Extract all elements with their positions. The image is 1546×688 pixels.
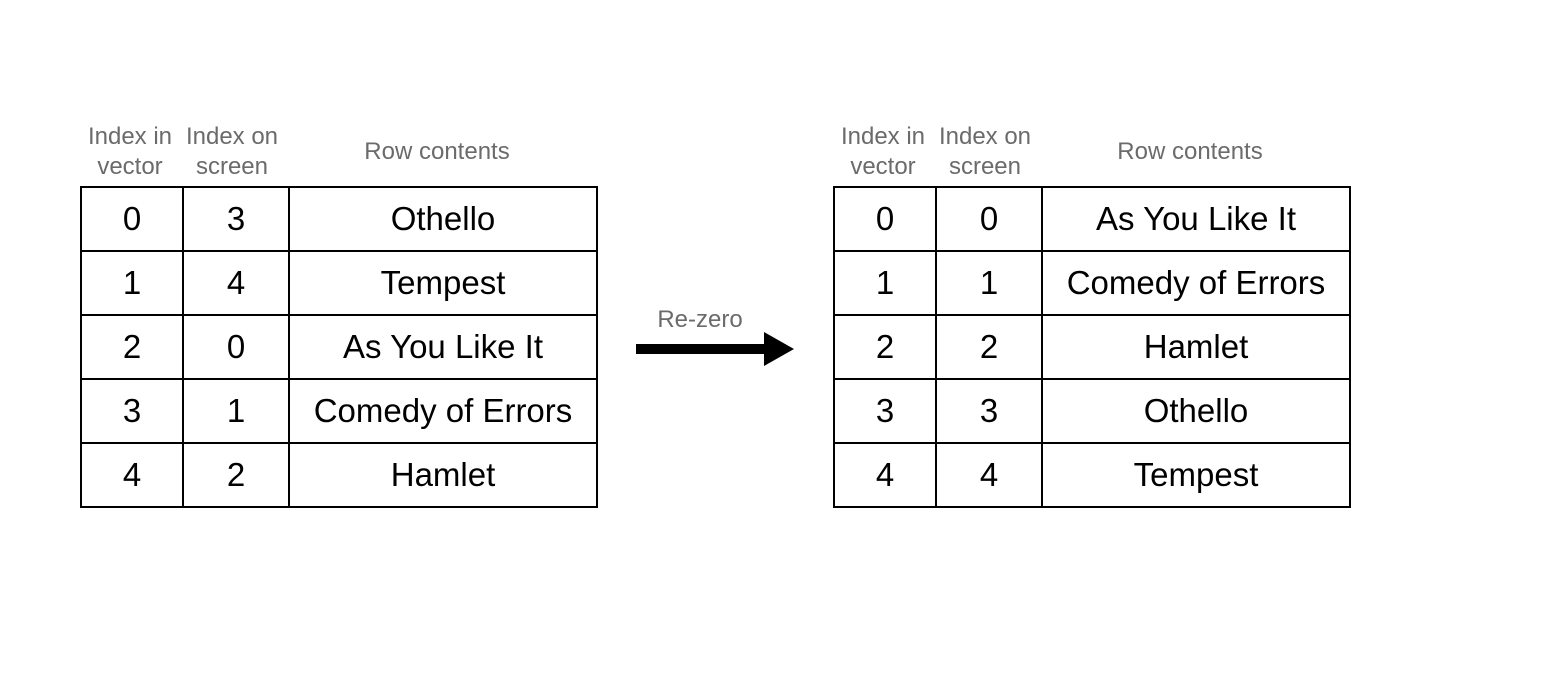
left-table-header-row: Index in vector Index on screen Row cont… [80, 120, 590, 184]
column-header-row-contents: Row contents [364, 138, 510, 165]
arrow-label: Re-zero [657, 306, 743, 333]
re-zero-arrow [636, 344, 764, 354]
cell-row-contents: As You Like It [288, 314, 598, 380]
cell-row-contents: Hamlet [288, 442, 598, 508]
cell-row-contents: Hamlet [1041, 314, 1351, 380]
table-row: 3 3 Othello [833, 378, 1351, 444]
cell-index-on-screen: 3 [182, 186, 290, 252]
column-header-index-in-vector: Index in vector [87, 123, 173, 180]
cell-row-contents: Tempest [1041, 442, 1351, 508]
table-row: 0 3 Othello [80, 186, 598, 252]
cell-index-in-vector: 3 [833, 378, 937, 444]
arrow-head-icon [764, 332, 794, 366]
left-table: 0 3 Othello 1 4 Tempest 2 0 As You Like … [80, 186, 598, 508]
cell-row-contents: Tempest [288, 250, 598, 316]
cell-index-on-screen: 1 [182, 378, 290, 444]
cell-index-on-screen: 0 [182, 314, 290, 380]
cell-index-on-screen: 2 [935, 314, 1043, 380]
cell-index-on-screen: 2 [182, 442, 290, 508]
cell-index-in-vector: 0 [833, 186, 937, 252]
cell-index-in-vector: 4 [80, 442, 184, 508]
table-row: 4 2 Hamlet [80, 442, 598, 508]
cell-index-on-screen: 0 [935, 186, 1043, 252]
cell-index-in-vector: 1 [833, 250, 937, 316]
right-table: 0 0 As You Like It 1 1 Comedy of Errors … [833, 186, 1351, 508]
cell-index-in-vector: 4 [833, 442, 937, 508]
cell-index-in-vector: 2 [833, 314, 937, 380]
cell-index-in-vector: 1 [80, 250, 184, 316]
cell-index-in-vector: 3 [80, 378, 184, 444]
table-row: 2 0 As You Like It [80, 314, 598, 380]
cell-index-in-vector: 0 [80, 186, 184, 252]
column-header-index-on-screen: Index on screen [185, 123, 279, 180]
right-table-header-row: Index in vector Index on screen Row cont… [833, 120, 1343, 184]
cell-row-contents: Comedy of Errors [1041, 250, 1351, 316]
table-row: 3 1 Comedy of Errors [80, 378, 598, 444]
cell-index-on-screen: 4 [182, 250, 290, 316]
cell-row-contents: Othello [288, 186, 598, 252]
cell-row-contents: Othello [1041, 378, 1351, 444]
column-header-row-contents: Row contents [1117, 138, 1263, 165]
table-row: 2 2 Hamlet [833, 314, 1351, 380]
table-row: 1 1 Comedy of Errors [833, 250, 1351, 316]
cell-index-in-vector: 2 [80, 314, 184, 380]
cell-index-on-screen: 4 [935, 442, 1043, 508]
cell-index-on-screen: 3 [935, 378, 1043, 444]
table-row: 1 4 Tempest [80, 250, 598, 316]
table-row: 4 4 Tempest [833, 442, 1351, 508]
cell-row-contents: As You Like It [1041, 186, 1351, 252]
column-header-index-in-vector: Index in vector [840, 123, 926, 180]
cell-row-contents: Comedy of Errors [288, 378, 598, 444]
cell-index-on-screen: 1 [935, 250, 1043, 316]
column-header-index-on-screen: Index on screen [938, 123, 1032, 180]
table-row: 0 0 As You Like It [833, 186, 1351, 252]
